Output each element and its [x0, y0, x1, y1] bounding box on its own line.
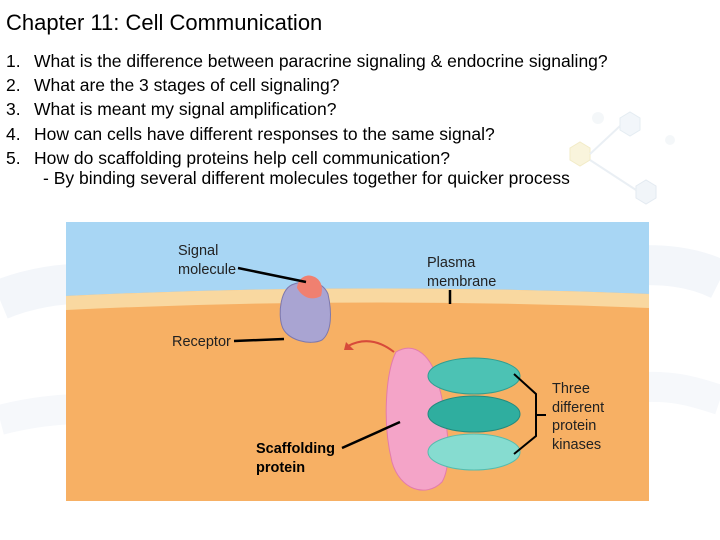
interaction-arrow: [347, 340, 395, 353]
label-line: Signal: [178, 243, 219, 259]
plasma-membrane-band: [66, 288, 649, 310]
question-item: 5. How do scaffolding proteins help cell …: [6, 146, 608, 170]
plasma-membrane-label: Plasma membrane: [427, 254, 496, 291]
question-item: 4. How can cells have different responses…: [6, 122, 608, 146]
protein-kinases-label: Three different protein kinases: [552, 380, 604, 454]
kinase-middle: [427, 395, 521, 433]
question-number: 5.: [6, 147, 21, 168]
signal-leader-line: [237, 266, 307, 284]
label-line: Scaffolding: [256, 441, 335, 457]
question-text: How can cells have different responses t…: [34, 123, 495, 144]
question-item: 1. What is the difference between paracri…: [6, 49, 608, 73]
label-line: kinases: [552, 436, 602, 453]
interaction-arrowhead: [344, 342, 354, 350]
question-text: How do scaffolding proteins help cell co…: [34, 147, 451, 168]
question-number: 3.: [6, 99, 21, 120]
question-text: What are the 3 stages of cell signaling?: [34, 75, 340, 96]
kinase-bottom: [427, 433, 521, 471]
scaffolding-diagram: Signal molecule Plasma membrane Receptor…: [66, 222, 649, 501]
scaffolding-protein-label: Scaffolding protein: [256, 440, 335, 477]
question-item: 2. What are the 3 stages of cell signalin…: [6, 73, 608, 97]
label-line: protein: [552, 418, 597, 434]
label-line: membrane: [427, 273, 497, 290]
scaffold-leader-line: [341, 420, 401, 450]
answer-text: - By binding several different molecules…: [43, 168, 570, 188]
question-number: 1.: [6, 51, 21, 71]
question-item: 3. What is meant my signal amplification?: [6, 97, 608, 121]
label-line: Plasma: [427, 255, 476, 271]
label-line: molecule: [178, 261, 237, 278]
kinase-bracket: [513, 373, 546, 455]
kinase-top: [427, 357, 521, 395]
question-list: 1. What is the difference between paracri…: [6, 49, 608, 170]
slide-title: Chapter 11: Cell Communication: [6, 10, 323, 35]
question-number: 4.: [6, 123, 21, 144]
diagram-graphic: [66, 222, 649, 501]
molecule-decoration: [569, 111, 675, 205]
label-line: protein: [256, 459, 306, 476]
receptor-leader-line: [233, 337, 285, 343]
question-text: What is meant my signal amplification?: [34, 99, 337, 120]
signal-molecule-label: Signal molecule: [178, 242, 236, 279]
question-number: 2.: [6, 75, 21, 96]
receptor-label: Receptor: [172, 334, 231, 350]
question-text: What is the difference between paracrine…: [34, 51, 608, 71]
label-line: different: [552, 399, 605, 416]
label-line: Three: [552, 381, 590, 397]
